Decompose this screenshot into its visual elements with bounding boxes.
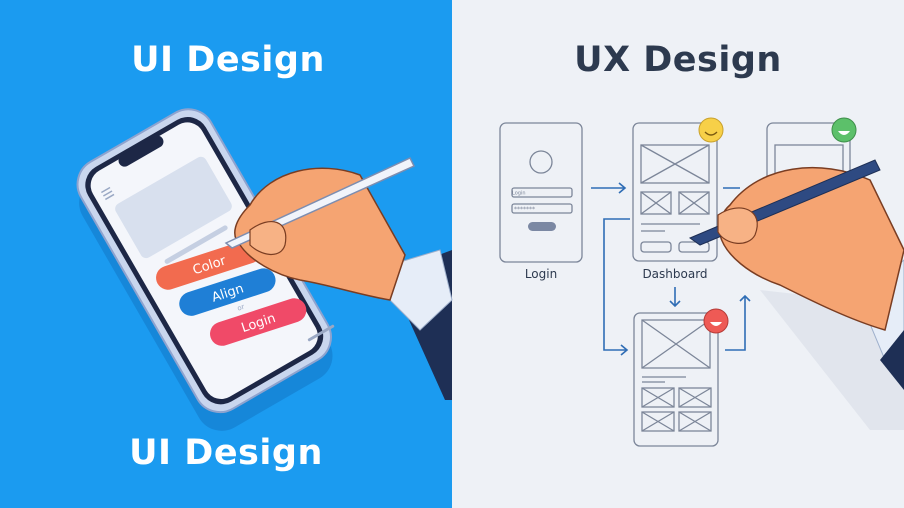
password-field[interactable] [511, 203, 573, 214]
arrow-right-icon [591, 182, 627, 194]
laugh-icon [703, 308, 729, 334]
or-separator: or [236, 303, 245, 313]
login-screen [499, 122, 583, 263]
flow-arrows [591, 182, 751, 356]
detail-screen [633, 312, 719, 447]
arrow-down-icon [669, 287, 681, 308]
submit-button[interactable] [528, 222, 556, 231]
menu-icon [100, 186, 115, 201]
ux-design-title: UX Design [574, 40, 782, 80]
grin-icon [831, 117, 857, 143]
phone-notch [118, 135, 164, 167]
ui-design-caption: UI Design [129, 433, 323, 473]
align-button[interactable] [176, 265, 279, 319]
hand-with-stylus-icon [224, 157, 453, 400]
dashboard-screen [632, 122, 718, 262]
login-field-text: Login [512, 191, 526, 197]
arrow-up-icon [725, 294, 751, 351]
login-screen-label: Login [525, 267, 557, 281]
wireframe-flow [499, 122, 851, 447]
color-button[interactable] [153, 236, 265, 293]
arrow-branch-icon [603, 218, 630, 356]
user-icon [529, 150, 553, 174]
password-field-text: ******* [514, 206, 535, 213]
image-placeholder [115, 156, 232, 259]
hand-with-pen-icon [688, 159, 904, 430]
smile-icon [698, 117, 724, 143]
ui-design-title: UI Design [131, 40, 325, 80]
dashboard-screen-label: Dashboard [642, 267, 707, 281]
login-field[interactable] [511, 187, 573, 198]
login-button[interactable] [207, 295, 310, 349]
